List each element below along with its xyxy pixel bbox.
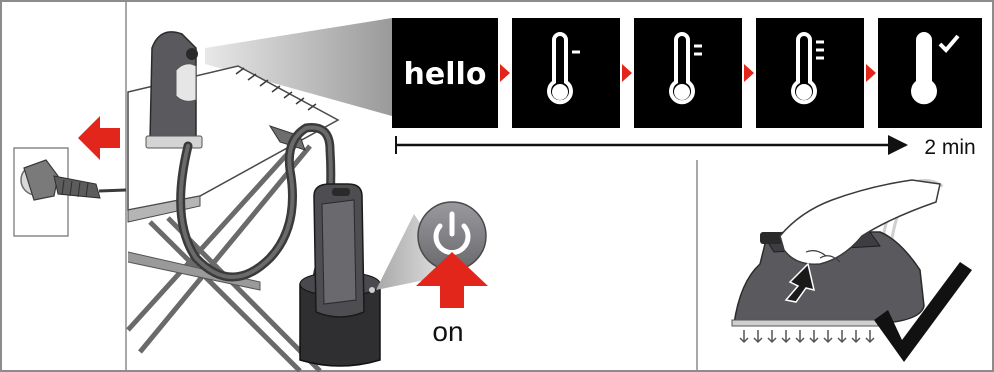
power-label: on <box>432 316 463 347</box>
greeting-text: hello <box>404 57 487 92</box>
iron-upright <box>146 32 202 148</box>
display-sequence: hello <box>392 18 982 128</box>
duration-label: 2 min <box>924 136 975 159</box>
